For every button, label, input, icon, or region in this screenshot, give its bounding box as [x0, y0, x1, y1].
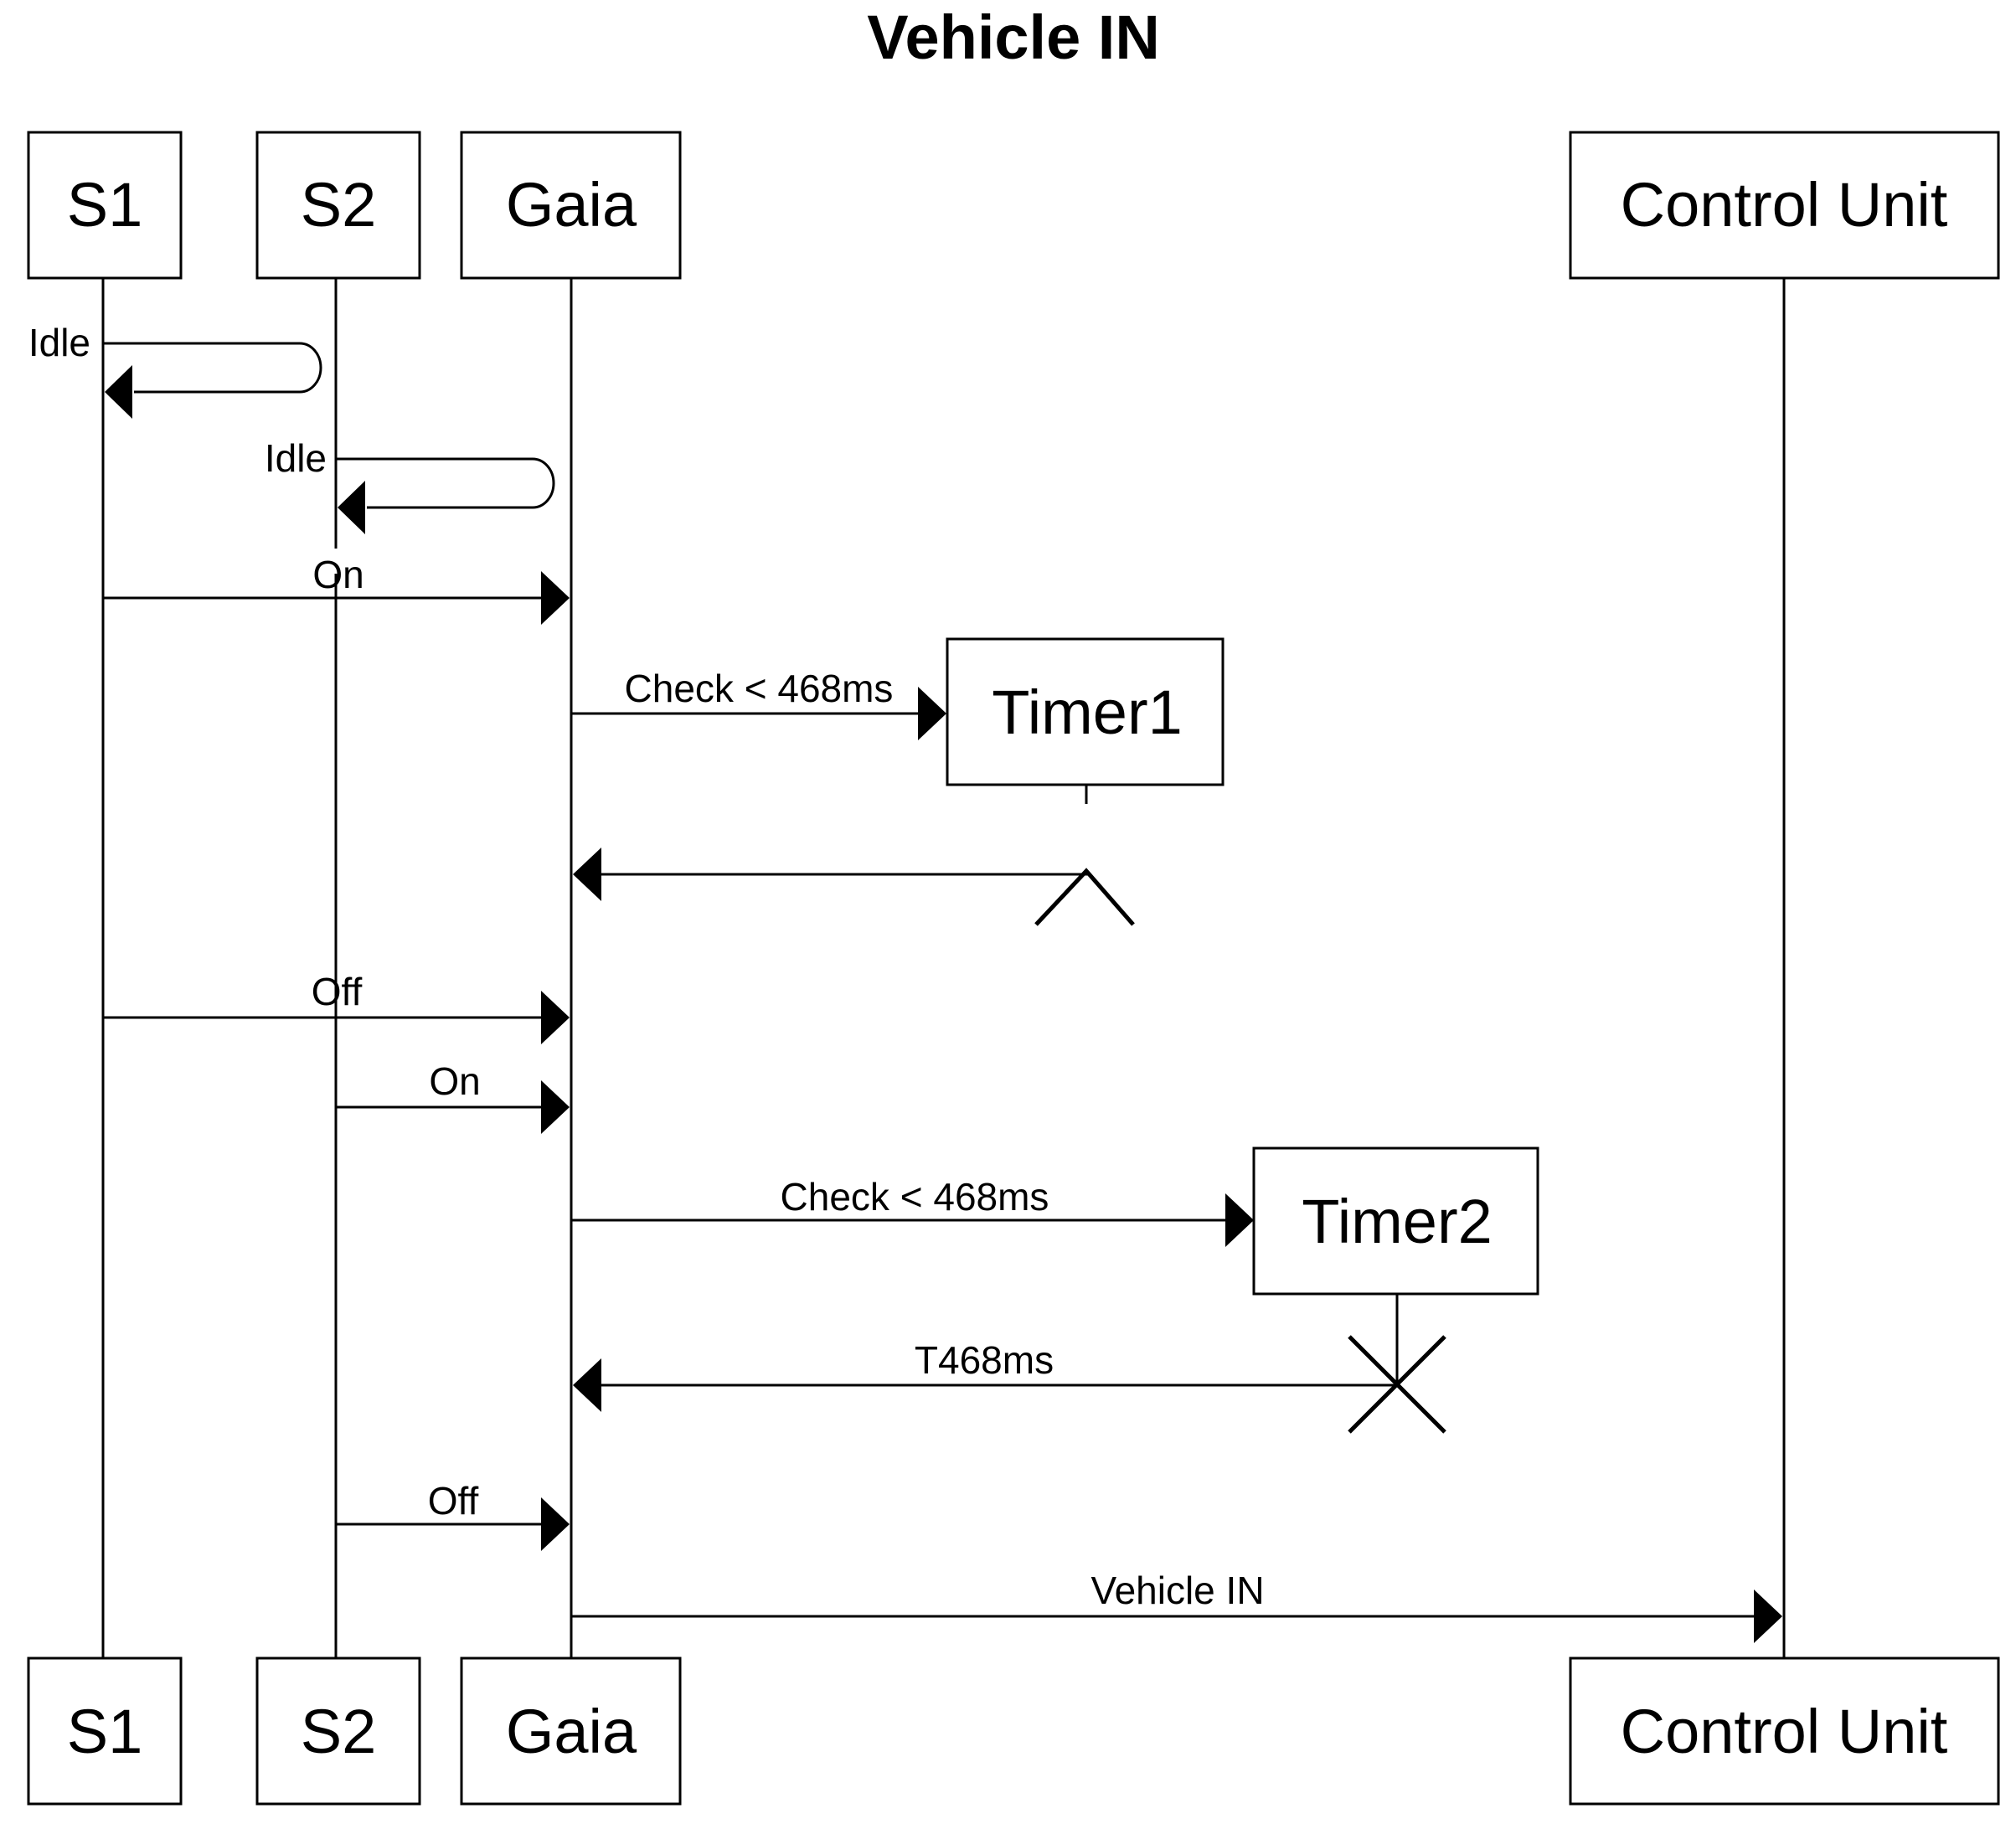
timer1-box: Timer1 — [946, 637, 1225, 786]
participant-label: S1 — [67, 170, 143, 240]
participant-s2-top: S2 — [255, 131, 421, 280]
participant-label: Gaia — [506, 1697, 637, 1766]
message-label: Check < 468ms — [781, 1175, 1049, 1219]
message-s2-gaia-off: Off — [336, 1479, 570, 1551]
message-label: On — [429, 1059, 480, 1103]
participant-label: S2 — [301, 1697, 377, 1766]
participant-gaia-top: Gaia — [460, 131, 682, 280]
participant-label: Control Unit — [1621, 1697, 1948, 1766]
diagram-title: Vehicle IN — [867, 3, 1160, 72]
timer2-box: Timer2 — [1252, 1146, 1539, 1296]
message-label: Off — [428, 1479, 479, 1523]
participant-s1-bottom: S1 — [27, 1657, 183, 1806]
message-gaia-control-unit-vehicle-in: Vehicle IN — [571, 1569, 1782, 1643]
timer1-destroy-x-icon — [1034, 868, 1135, 926]
participant-s1-top: S1 — [27, 131, 183, 280]
timer-label: Timer2 — [1302, 1187, 1493, 1256]
participant-s2-bottom: S2 — [255, 1657, 421, 1806]
message-label: Vehicle IN — [1090, 1569, 1264, 1612]
message-s2-idle: Idle — [265, 436, 555, 534]
participant-label: Control Unit — [1621, 170, 1948, 240]
message-s2-gaia-on: On — [336, 1059, 570, 1134]
message-label: Off — [312, 970, 363, 1013]
participant-control-unit-bottom: Control Unit — [1569, 1657, 2000, 1806]
participant-gaia-bottom: Gaia — [460, 1657, 682, 1806]
message-gaia-timer2-check: Check < 468ms — [571, 1175, 1254, 1247]
message-label: Idle — [28, 321, 90, 364]
message-s1-gaia-off: Off — [103, 970, 570, 1044]
timer2-destroy-x-icon — [1348, 1335, 1446, 1434]
message-timer1-gaia-return — [573, 848, 1089, 901]
message-label: On — [312, 553, 363, 596]
message-label: Check < 468ms — [625, 667, 894, 710]
message-s1-idle: Idle — [28, 321, 322, 419]
participant-label: Gaia — [506, 170, 637, 240]
participant-label: S2 — [301, 170, 377, 240]
message-gaia-timer1-check: Check < 468ms — [571, 667, 946, 740]
timer-label: Timer1 — [992, 678, 1183, 747]
message-label: Idle — [265, 436, 327, 480]
participant-control-unit-top: Control Unit — [1569, 131, 2000, 280]
message-timer2-gaia-t468ms: T468ms — [573, 1338, 1397, 1412]
participant-label: S1 — [67, 1697, 143, 1766]
message-s1-gaia-on: On — [103, 553, 570, 625]
message-label: T468ms — [915, 1338, 1054, 1382]
